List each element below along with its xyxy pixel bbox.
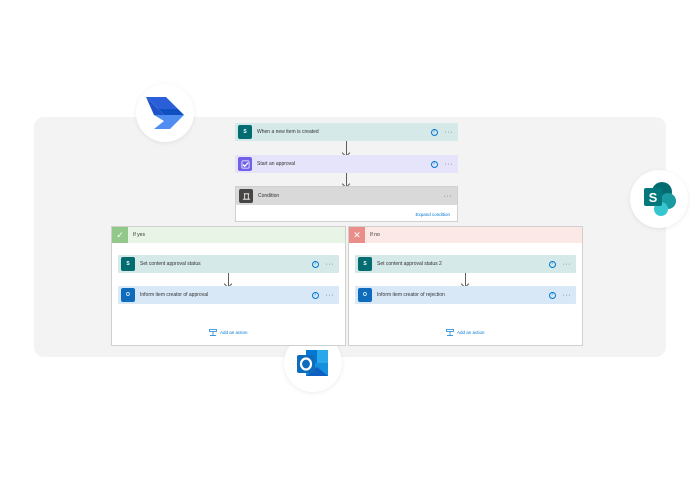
trigger-label: When a new item is created: [257, 129, 319, 135]
help-icon[interactable]: ?: [548, 291, 556, 299]
add-action-button[interactable]: Add an action: [209, 329, 248, 336]
yes-branch-label: If yes: [133, 232, 145, 238]
flow-arrow: [465, 273, 466, 286]
help-icon[interactable]: ?: [548, 260, 556, 268]
close-icon: ✕: [349, 227, 365, 243]
no-branch-header[interactable]: ✕ If no: [349, 227, 582, 243]
sharepoint-logo: S: [630, 170, 688, 228]
outlook-icon: [297, 350, 328, 376]
help-icon[interactable]: ?: [430, 128, 438, 136]
more-options-icon[interactable]: ···: [325, 260, 334, 268]
action-label: Set content approval status 2: [377, 261, 442, 267]
approval-card[interactable]: Start an approval ? ···: [235, 155, 458, 173]
set-approval-status-2-card[interactable]: S Set content approval status 2 ? ···: [355, 255, 576, 273]
set-approval-status-card[interactable]: S Set content approval status ? ···: [118, 255, 339, 273]
flow-arrow: [346, 173, 347, 186]
trigger-card[interactable]: S When a new item is created ? ···: [235, 123, 458, 141]
condition-label: Condition: [258, 193, 280, 199]
help-icon[interactable]: ?: [311, 260, 319, 268]
flow-arrow: [228, 273, 229, 286]
add-action-label: Add an action: [457, 330, 485, 335]
more-options-icon[interactable]: ···: [562, 291, 571, 299]
action-label: Inform item creator of rejection: [377, 292, 445, 298]
help-icon[interactable]: ?: [430, 160, 438, 168]
condition-icon: [239, 189, 253, 203]
action-label: Inform item creator of approval: [140, 292, 209, 298]
inform-rejection-card[interactable]: O Inform item creator of rejection ? ···: [355, 286, 576, 304]
no-branch-label: If no: [370, 232, 380, 238]
more-options-icon[interactable]: ···: [325, 291, 334, 299]
power-automate-logo: [136, 84, 194, 142]
inform-approval-card[interactable]: O Inform item creator of approval ? ···: [118, 286, 339, 304]
no-branch: ✕ If no S Set content approval status 2 …: [348, 226, 583, 346]
sharepoint-icon: S: [238, 125, 252, 139]
flow-arrow: [346, 141, 347, 155]
more-options-icon[interactable]: ···: [444, 128, 453, 136]
add-action-icon: [209, 329, 217, 336]
outlook-icon: O: [358, 288, 372, 302]
check-icon: ✓: [112, 227, 128, 243]
more-options-icon[interactable]: ···: [562, 260, 571, 268]
approval-icon: [238, 157, 252, 171]
add-action-button[interactable]: Add an action: [446, 329, 485, 336]
svg-text:S: S: [649, 190, 658, 205]
condition-card[interactable]: Condition ···: [236, 187, 457, 205]
condition-block: Condition ··· Expand condition: [235, 186, 458, 222]
action-label: Set content approval status: [140, 261, 201, 267]
approval-label: Start an approval: [257, 161, 296, 167]
sharepoint-icon: S: [358, 257, 372, 271]
expand-condition-link[interactable]: Expand condition: [415, 212, 450, 217]
outlook-icon: O: [121, 288, 135, 302]
sharepoint-icon: S: [644, 182, 676, 216]
add-action-icon: [446, 329, 454, 336]
sharepoint-icon: S: [121, 257, 135, 271]
add-action-label: Add an action: [220, 330, 248, 335]
power-automate-icon: [146, 97, 184, 129]
more-options-icon[interactable]: ···: [443, 192, 452, 200]
help-icon[interactable]: ?: [311, 291, 319, 299]
yes-branch-header[interactable]: ✓ If yes: [112, 227, 345, 243]
more-options-icon[interactable]: ···: [444, 160, 453, 168]
yes-branch: ✓ If yes S Set content approval status ?…: [111, 226, 346, 346]
